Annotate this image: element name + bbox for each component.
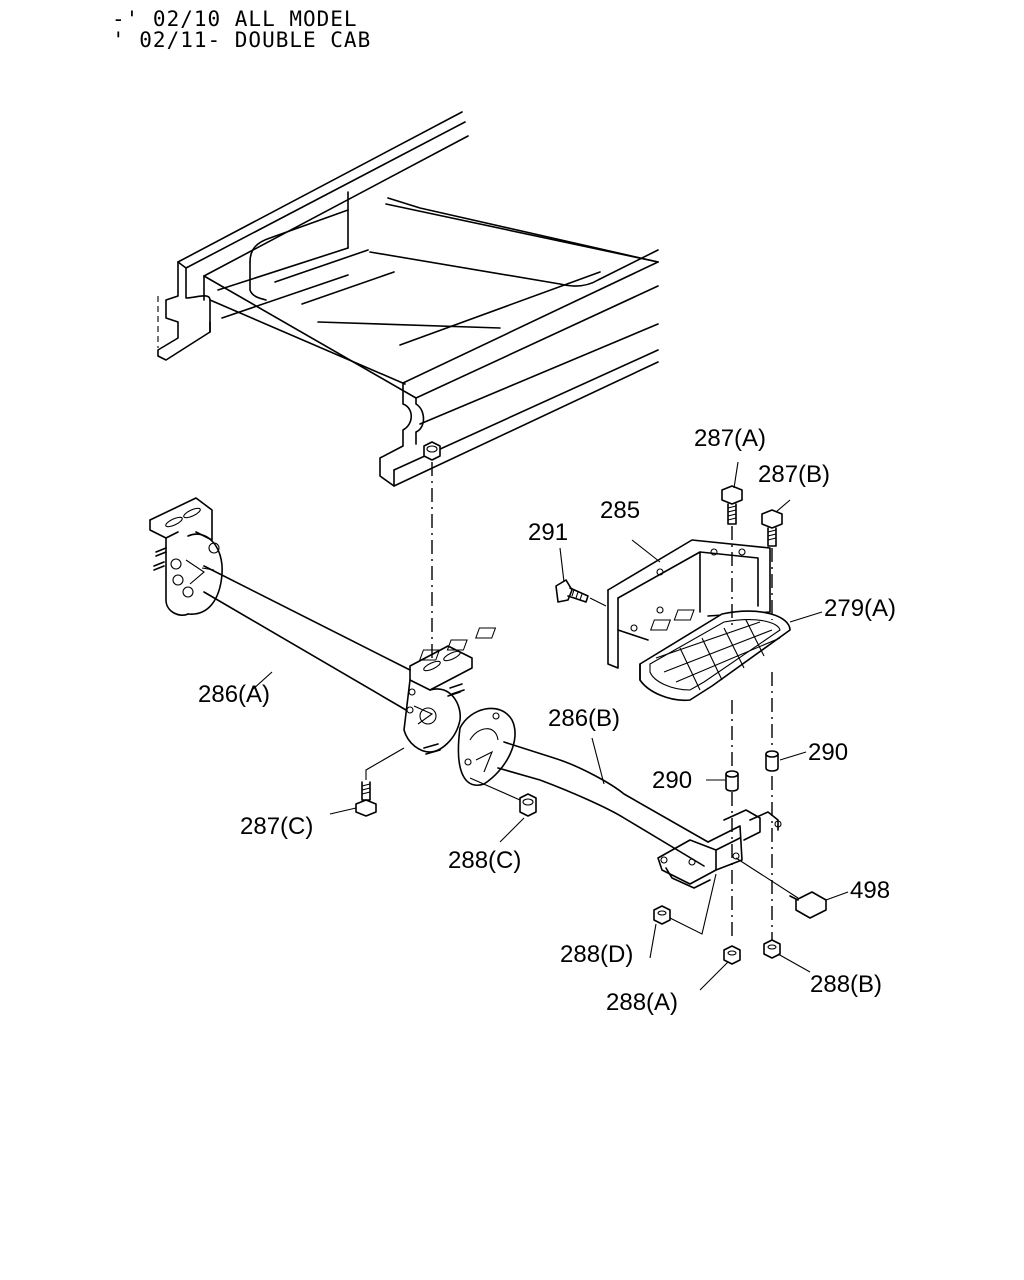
nut-288d: [653, 905, 671, 925]
clip-498: [789, 891, 827, 919]
step-arm-286b: [457, 707, 782, 889]
header-applicability-line-1: -' 02/10 ALL MODEL: [112, 7, 358, 31]
callout-287c: 287(C): [240, 813, 313, 840]
callout-285: 285: [600, 497, 640, 524]
callout-287b: 287(B): [758, 461, 830, 488]
callout-286b: 286(B): [548, 705, 620, 732]
callout-288a: 288(A): [606, 989, 678, 1016]
callout-291: 291: [528, 519, 568, 546]
callout-288d: 288(D): [560, 941, 633, 968]
callout-287a: 287(A): [694, 425, 766, 452]
bolt-287a: [721, 485, 743, 525]
nut-288a: [723, 945, 741, 965]
callout-498: 498: [850, 877, 890, 904]
callouts: 287(A) 287(B) 285 291 279(A) 286(A) 286(…: [198, 425, 896, 1016]
bolt-287b: [761, 509, 783, 547]
bolt-287c: [355, 781, 377, 817]
cross-member-286a: [149, 497, 473, 755]
nut-288b: [763, 939, 781, 959]
step-plate-279a: [419, 609, 791, 702]
callout-290-right: 290: [808, 739, 848, 766]
spacer-290-right: [765, 750, 779, 772]
nut-288c: [519, 793, 537, 817]
callout-286a: 286(A): [198, 681, 270, 708]
callout-279a: 279(A): [824, 595, 896, 622]
header-applicability-line-2: ' 02/11- DOUBLE CAB: [112, 28, 372, 52]
leader-lines: [251, 461, 849, 991]
callout-288c: 288(C): [448, 847, 521, 874]
spacer-290-left: [725, 770, 739, 792]
frame-rail: [157, 111, 659, 487]
bolt-291: [555, 579, 589, 603]
callout-290-left: 290: [652, 767, 692, 794]
callout-288b: 288(B): [810, 971, 882, 998]
